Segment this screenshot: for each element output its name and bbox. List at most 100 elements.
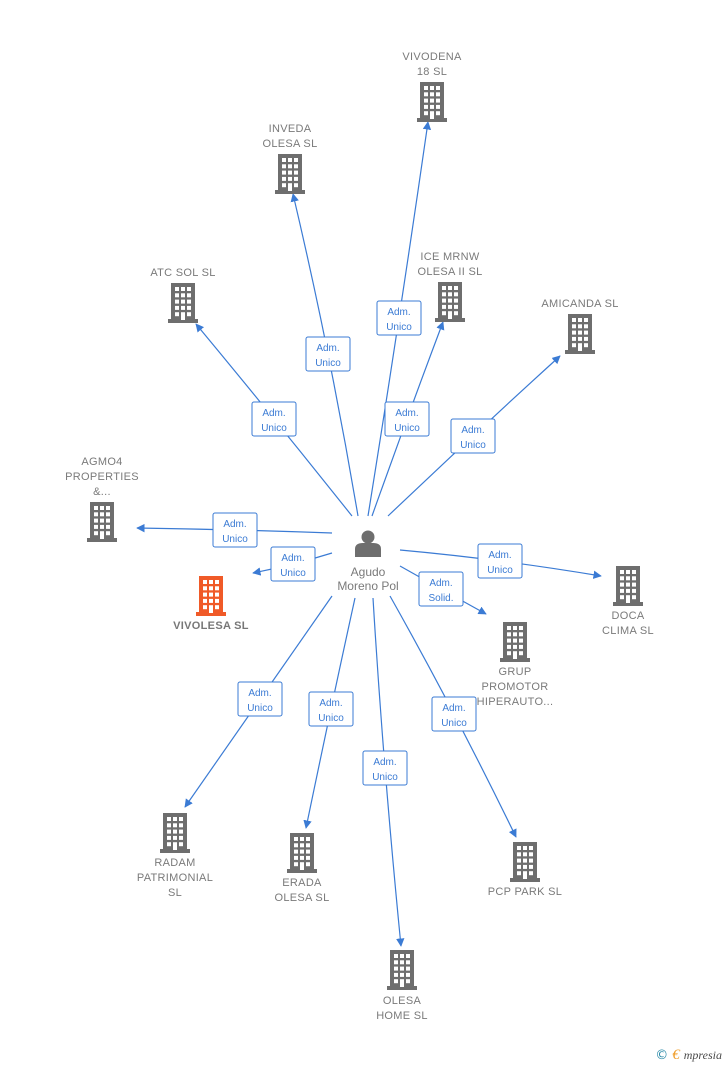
- edge-doca: Adm.Unico: [399, 543, 602, 579]
- role-badge[interactable]: Adm.Unico: [376, 300, 422, 336]
- edge-inveda: Adm. Unico: [290, 193, 359, 517]
- building-icon: [87, 502, 117, 542]
- center-person[interactable]: Agudo Moreno Pol: [337, 530, 399, 594]
- edge-vivolesa: Adm. Unico: [252, 546, 333, 582]
- brand-logo-initial: €: [672, 1047, 680, 1063]
- building-icon: [196, 576, 226, 616]
- company-node-pcp[interactable]: PCP PARK SL: [488, 842, 562, 898]
- edge-erada: Adm. Unico: [303, 597, 356, 829]
- role-badge[interactable]: Adm. Unico: [270, 546, 316, 582]
- edge-olesahome: Adm.Unico: [362, 597, 408, 947]
- company-node-vivolesa[interactable]: VIVOLESA SL: [173, 576, 249, 632]
- role-badge[interactable]: Adm.Unico: [384, 401, 430, 437]
- role-badge[interactable]: Adm. Unico: [305, 336, 351, 372]
- role-line2: Unico: [315, 358, 341, 369]
- role-line1: Adm.: [373, 757, 396, 768]
- company-label: SL: [168, 887, 182, 899]
- company-label: 18 SL: [417, 66, 447, 78]
- building-icon: [500, 622, 530, 662]
- company-node-ice[interactable]: ICE MRNW OLESA II SL: [417, 251, 482, 322]
- edge-amicanda: Adm. Unico: [387, 355, 561, 517]
- company-label: HIPERAUTO...: [477, 696, 554, 708]
- company-label: ERADA: [282, 877, 322, 889]
- company-label: ATC SOL SL: [150, 267, 215, 279]
- role-line1: Adm.: [281, 553, 304, 564]
- role-badge[interactable]: Adm.Unico: [431, 696, 477, 732]
- role-badge[interactable]: Adm. Unico: [450, 418, 496, 454]
- role-badge[interactable]: Adm. Unico: [237, 681, 283, 717]
- role-line2: Unico: [280, 568, 306, 579]
- company-label: PCP PARK SL: [488, 886, 562, 898]
- building-icon: [435, 282, 465, 322]
- company-label: RADAM: [154, 857, 195, 869]
- building-icon: [275, 154, 305, 194]
- role-line1: Adm.: [248, 688, 271, 699]
- role-line1: Adm.: [387, 307, 410, 318]
- role-line1: Adm.: [316, 343, 339, 354]
- edge-pcp: Adm.Unico: [389, 595, 517, 838]
- building-icon: [613, 566, 643, 606]
- role-line1: Adm.: [395, 408, 418, 419]
- company-node-atc[interactable]: ATC SOL SL: [150, 267, 215, 323]
- role-badge[interactable]: Adm.Unico: [251, 401, 297, 437]
- role-badge[interactable]: Adm. Unico: [212, 512, 258, 548]
- role-line2: Unico: [318, 713, 344, 724]
- company-label: &...: [93, 486, 111, 498]
- person-name-line1: Agudo: [351, 565, 386, 579]
- role-line2: Unico: [487, 565, 513, 576]
- role-line1: Adm.: [461, 425, 484, 436]
- building-icon: [417, 82, 447, 122]
- footer-brand: © €mpresia: [655, 1047, 722, 1064]
- company-label: INVEDA: [269, 123, 312, 135]
- company-label: AMICANDA SL: [541, 298, 618, 310]
- brand-logo-text: mpresia: [683, 1048, 722, 1062]
- edge-grup: Adm. Solid.: [399, 565, 487, 615]
- company-label: GRUP: [499, 666, 532, 678]
- company-node-vivodena[interactable]: VIVODENA 18 SL: [402, 51, 462, 122]
- role-line1: Adm.: [319, 698, 342, 709]
- company-label: VIVOLESA SL: [173, 620, 249, 632]
- role-line1: Adm.: [429, 578, 452, 589]
- company-label: PROPERTIES: [65, 471, 139, 483]
- edge-agmo4: Adm. Unico: [136, 512, 333, 548]
- company-label: DOCA: [612, 610, 645, 622]
- role-line2: Solid.: [428, 593, 453, 604]
- building-icon: [160, 813, 190, 853]
- building-icon: [565, 314, 595, 354]
- company-label: OLESA II SL: [417, 266, 482, 278]
- edge-ice: Adm.Unico: [371, 321, 445, 517]
- building-icon: [510, 842, 540, 882]
- company-node-amicanda[interactable]: AMICANDA SL: [541, 298, 618, 354]
- company-label: AGMO4: [81, 456, 122, 468]
- company-node-olesahome[interactable]: OLESA HOME SL: [376, 950, 428, 1022]
- role-line2: Unico: [247, 703, 273, 714]
- company-label: PROMOTOR: [482, 681, 549, 693]
- role-line2: Unico: [460, 440, 486, 451]
- role-badge[interactable]: Adm. Solid.: [418, 571, 464, 607]
- role-line2: Unico: [222, 534, 248, 545]
- role-line1: Adm.: [223, 519, 246, 530]
- role-line2: Unico: [441, 718, 467, 729]
- building-icon: [287, 833, 317, 873]
- role-badge[interactable]: Adm.Unico: [477, 543, 523, 579]
- edge-atc: Adm. Unico: [195, 323, 353, 517]
- role-line2: Unico: [261, 423, 287, 434]
- role-badge[interactable]: Adm.Unico: [362, 750, 408, 786]
- company-label: ICE MRNW: [420, 251, 480, 263]
- role-badge[interactable]: Adm. Unico: [308, 691, 354, 727]
- company-label: VIVODENA: [402, 51, 462, 63]
- edge-radam: Adm. Unico: [184, 595, 333, 808]
- building-icon: [168, 283, 198, 323]
- copyright-icon: ©: [655, 1048, 669, 1063]
- company-label: OLESA: [383, 995, 422, 1007]
- company-node-grup[interactable]: GRUP PROMOTOR HIPERAUTO...: [477, 622, 554, 708]
- company-label: HOME SL: [376, 1010, 428, 1022]
